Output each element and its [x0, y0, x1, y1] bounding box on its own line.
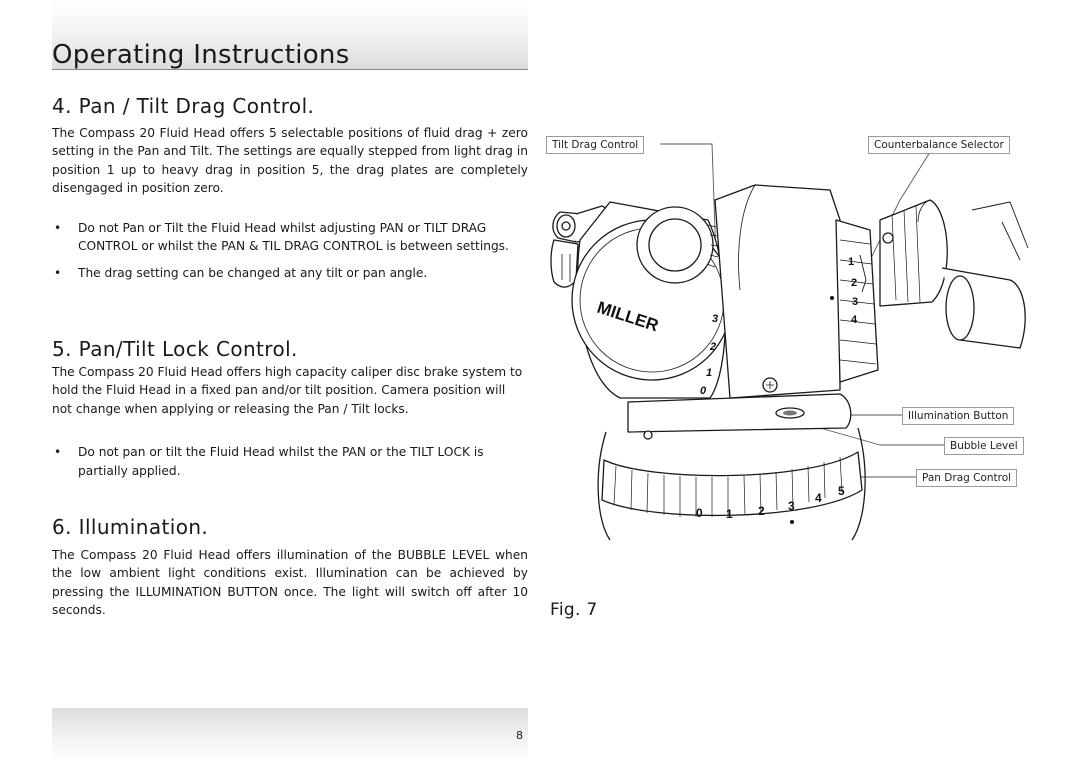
pan-scale-0: 0	[696, 506, 703, 520]
header-band	[52, 0, 528, 70]
bullet-text: The drag setting can be changed at any t…	[78, 265, 428, 280]
section-4-bullets: • Do not Pan or Tilt the Fluid Head whil…	[52, 219, 528, 282]
cb-index-dot	[830, 296, 834, 300]
tilt-drag-knob	[636, 206, 720, 284]
pan-index-dot	[790, 520, 794, 524]
tilt-drag-scale: 3 2 1 0	[700, 313, 718, 397]
footer-band	[52, 708, 528, 761]
section-5-paragraph: The Compass 20 Fluid Head offers high ca…	[52, 365, 523, 416]
pan-scale-4: 4	[815, 491, 822, 505]
bullet-item: • The drag setting can be changed at any…	[52, 264, 528, 282]
cb-scale-1: 1	[848, 256, 854, 268]
pan-scale-5: 5	[838, 484, 845, 498]
counterbalance-selector	[835, 219, 879, 383]
figure-caption: Fig. 7	[550, 600, 598, 620]
bullet-dot: •	[54, 445, 62, 459]
fluid-head-figure: MILLER 3 2 1 0 1 2 3 4	[540, 130, 1040, 550]
pan-lock-dot	[643, 430, 653, 440]
pan-scale-2: 2	[758, 504, 765, 518]
right-knob	[879, 199, 948, 307]
base-collar	[627, 393, 852, 433]
cb-slot	[859, 254, 867, 293]
section-4-heading: 4. Pan / Tilt Drag Control.	[52, 94, 315, 118]
section-4-paragraph: The Compass 20 Fluid Head offers 5 selec…	[52, 126, 528, 195]
pan-drag-scale: 0 1 2 3 4 5	[696, 484, 845, 521]
section-6-paragraph: The Compass 20 Fluid Head offers illumin…	[52, 548, 528, 617]
section-5-heading: 5. Pan/Tilt Lock Control.	[52, 337, 298, 361]
counterbalance-scale: 1 2 3 4	[848, 256, 858, 326]
pan-drag-ring	[601, 451, 863, 517]
bullet-dot: •	[54, 265, 62, 280]
bullet-text: Do not Pan or Tilt the Fluid Head whilst…	[78, 221, 509, 254]
bullet-dot: •	[54, 221, 62, 235]
tilt-scale-3: 3	[712, 313, 718, 325]
callout-counterbalance: Counterbalance Selector	[868, 136, 1010, 154]
tilt-scale-1: 1	[706, 367, 712, 379]
section-6-heading: 6. Illumination.	[52, 515, 209, 539]
bullet-text: Do not pan or tilt the Fluid Head whilst…	[78, 445, 484, 478]
tilt-scale-2: 2	[709, 341, 716, 353]
cb-scale-2: 2	[851, 277, 857, 289]
page-number: 8	[516, 729, 523, 742]
callout-pan-drag: Pan Drag Control	[916, 469, 1018, 487]
lower-housing	[597, 427, 866, 541]
bullet-item: • Do not pan or tilt the Fluid Head whil…	[52, 443, 512, 481]
pan-bar	[941, 201, 1029, 349]
cb-scale-3: 3	[852, 296, 858, 308]
fluid-head-illustration: MILLER 3 2 1 0 1 2 3 4	[550, 143, 1029, 541]
pan-scale-1: 1	[726, 507, 733, 521]
center-body	[714, 184, 841, 399]
illumination-button	[783, 410, 797, 416]
pan-scale-3: 3	[788, 499, 795, 513]
callout-bubble-level: Bubble Level	[944, 437, 1024, 455]
callout-illumination: Illumination Button	[902, 407, 1015, 425]
tilt-scale-0: 0	[700, 385, 707, 397]
page-title: Operating Instructions	[52, 40, 350, 70]
section-5-bullets: • Do not pan or tilt the Fluid Head whil…	[52, 443, 512, 481]
bullet-item: • Do not Pan or Tilt the Fluid Head whil…	[52, 219, 528, 256]
cb-scale-4: 4	[851, 314, 858, 326]
callout-tilt-drag: Tilt Drag Control	[546, 136, 645, 154]
